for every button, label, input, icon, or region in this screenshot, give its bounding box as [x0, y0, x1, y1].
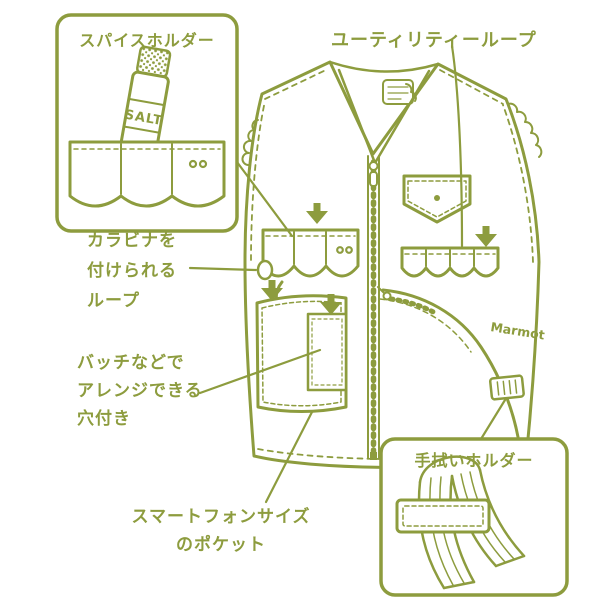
spice-pocket-illustration: [68, 140, 226, 208]
badge-label: バッチなどで アレンジできる 穴付き: [77, 349, 203, 433]
badge-label-line: 穴付き: [77, 409, 131, 429]
arrow-down-icon: [320, 294, 342, 315]
leader-line-spice: [235, 160, 294, 238]
spice-callout-box: SALT: [55, 13, 239, 233]
leader-line-badge: [198, 348, 322, 395]
leader-line-towel: [479, 398, 507, 441]
carabiner-label: カラビナを 付けられる ループ: [87, 226, 177, 316]
spice-holder-title: スパイスホルダー: [79, 31, 215, 50]
fleece-texture: [241, 83, 543, 166]
towel-strap-icon: [395, 498, 491, 534]
flap-pocket: [402, 174, 472, 224]
front-zipper: [367, 155, 380, 460]
smartphone-pocket-label: スマートフォンサイズ のポケット: [118, 503, 324, 559]
back-collar: [328, 60, 440, 73]
arrow-down-icon: [306, 203, 328, 224]
salt-label: SALT: [123, 108, 163, 129]
smartphone-label-line: のポケット: [176, 535, 266, 555]
carabiner-loop-icon: [256, 259, 274, 281]
carabiner-label-line: カラビナを: [87, 231, 177, 251]
leader-line-utility: [450, 44, 464, 248]
smartphone-label-line: スマートフォンサイズ: [131, 507, 311, 527]
badge-label-line: バッチなどで: [77, 353, 185, 373]
grommet-icon: [188, 159, 198, 169]
towel-holder-title: 手拭いホルダー: [414, 451, 534, 470]
grommet-icon: [198, 159, 208, 169]
leader-line-carabiner: [188, 266, 258, 272]
badge-label-line: アレンジできる: [77, 381, 203, 401]
lower-left-pocket: [255, 294, 348, 413]
side-seam-zipper: [377, 286, 520, 439]
towel-loop-patch: [488, 374, 525, 401]
utility-loop-label: ユーティリティーループ: [331, 30, 537, 51]
leader-line-smartphone: [264, 410, 314, 504]
arrow-down-icon: [261, 280, 283, 301]
carabiner-label-line: 付けられる: [87, 261, 177, 281]
carabiner-label-line: ループ: [87, 291, 140, 311]
arrow-group: [261, 203, 497, 315]
brand-patch: [382, 79, 414, 105]
vest-illustration: Marmot: [241, 60, 546, 469]
arrow-down-icon: [475, 226, 497, 247]
pocket-button-icon: [434, 195, 440, 201]
utility-accordion-pocket: [400, 246, 500, 278]
towel-callout-box: [379, 437, 569, 597]
grommet-icon: [345, 246, 353, 254]
chest-accordion-pocket: [261, 228, 360, 278]
zipper-pull-icon: [368, 161, 379, 187]
grommet-icon: [336, 246, 344, 254]
smartphone-pocket: [306, 312, 348, 392]
leader-lines: [188, 44, 507, 504]
